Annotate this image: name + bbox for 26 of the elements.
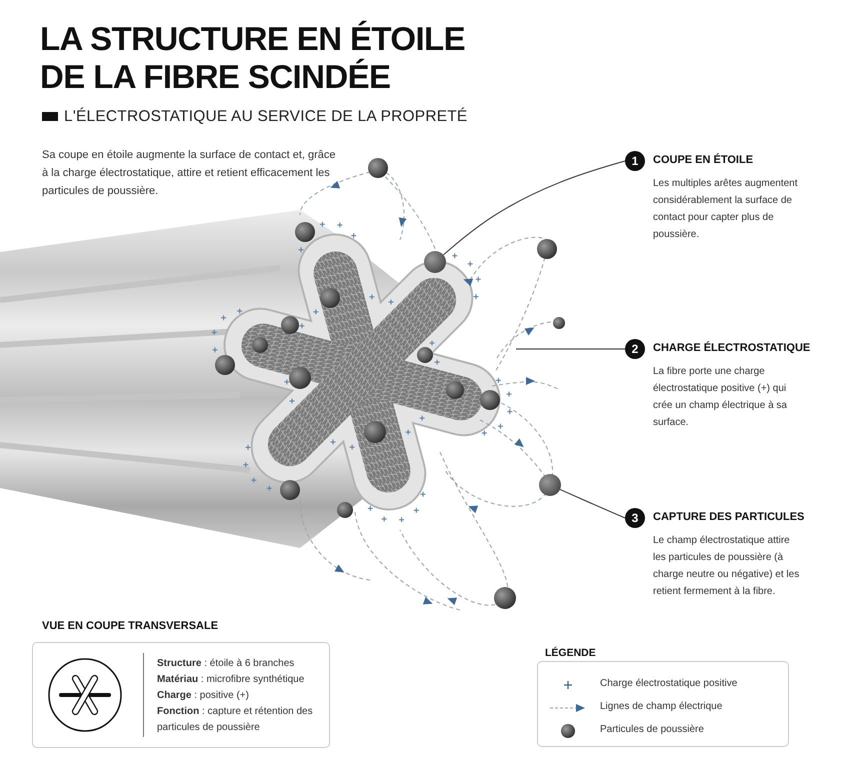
legend-label: Charge électrostatique positive (600, 678, 738, 689)
number-badge: 2 (625, 339, 645, 359)
property-line: Structure : étoile à 6 branches (157, 657, 296, 671)
callout-text: La fibre porte une charge électrostatique positive (+) qui crée un champ électrique à sa surface. (653, 365, 788, 430)
subtitle: L'ÉLECTROSTATIQUE AU SERVICE DE LA PROPRETÉ (64, 108, 468, 126)
dust-particle (539, 474, 561, 496)
dust-particle (424, 251, 446, 273)
legend-label: Lignes de champ électrique (600, 701, 722, 712)
property-line: Charge : positive (+) (157, 689, 250, 703)
number-badge: 1 (625, 151, 645, 171)
number-badge: 3 (625, 508, 645, 528)
title: LA STRUCTURE EN ÉTOILE DE LA FIBRE SCINDÉE (40, 20, 466, 96)
cross-section-panel (32, 618, 330, 748)
callout-heading: CAPTURE DES PARTICULES (653, 511, 804, 523)
leader-line (560, 488, 626, 518)
leader-line (516, 348, 626, 350)
callout-text: Les multiples arêtes augmentent considérablement la surface de contact pour capter plus de poussière. (653, 177, 799, 242)
intro-paragraph: Sa coupe en étoile augmente la surface de contact et, grâce à la charge électrostatique, attire et retient efficacement les particules de poussière. (42, 148, 337, 199)
leader-line (442, 160, 626, 256)
panel-heading: VUE EN COUPE TRANSVERSALE (42, 620, 218, 632)
property-line: Fonction : capture et rétention des particules de poussière (157, 705, 314, 735)
property-line: Matériau : microfibre synthétique (157, 673, 306, 687)
callout-heading: CHARGE ÉLECTROSTATIQUE (653, 342, 810, 354)
callout-heading: COUPE EN ÉTOILE (653, 154, 754, 166)
callout-text: Le champ électrostatique attire les particules de poussière (à charge neutre ou négative) et les retient fermement à la fibre. (653, 534, 800, 599)
legend-label: Particules de poussière (600, 724, 704, 735)
